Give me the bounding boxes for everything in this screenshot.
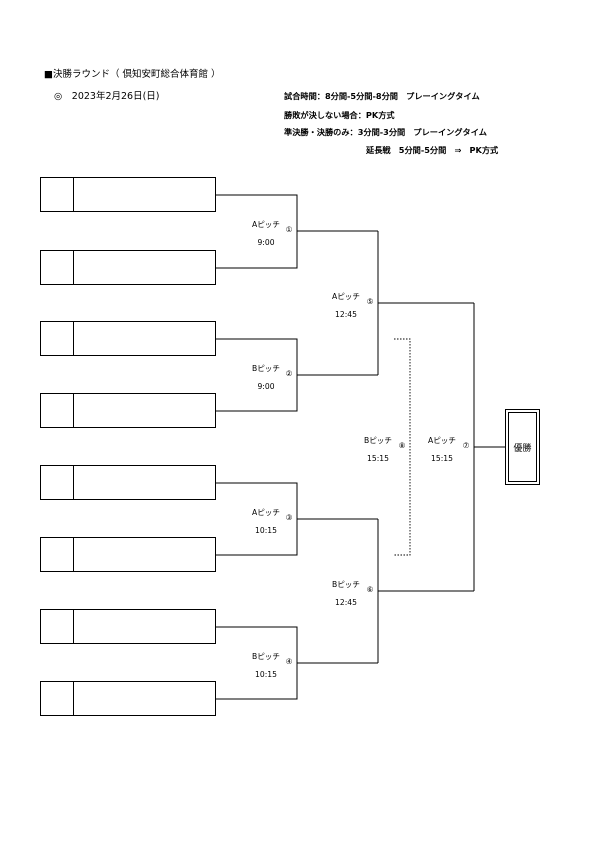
match-2-number: ②	[285, 369, 293, 378]
team-slot-3	[40, 321, 216, 356]
rule-semifinal-final: 準決勝・決勝のみ：3分間-3分間 プレーイングタイム	[284, 127, 487, 137]
match-4-pitch: Bピッチ	[252, 652, 280, 661]
match-6-number: ⑥	[366, 585, 374, 594]
team-seed	[41, 178, 74, 211]
team-seed	[41, 610, 74, 643]
team-name	[74, 251, 215, 284]
team-name	[74, 610, 215, 643]
match-4-number: ④	[285, 657, 293, 666]
champion-label: 優勝	[508, 412, 537, 482]
team-seed	[41, 682, 74, 715]
team-name	[74, 322, 215, 355]
match-5-time: 12:45	[335, 310, 357, 319]
match-2-time: 9:00	[257, 382, 275, 391]
match-7-pitch: Aピッチ	[428, 436, 456, 445]
match-6-time: 12:45	[335, 598, 357, 607]
team-name	[74, 466, 215, 499]
match-5-number: ⑤	[366, 297, 374, 306]
match-2-pitch: Bピッチ	[252, 364, 280, 373]
team-name	[74, 682, 215, 715]
team-seed	[41, 466, 74, 499]
match-3-pitch: Aピッチ	[252, 508, 280, 517]
team-slot-6	[40, 537, 216, 572]
match-7-number: ⑦	[462, 441, 470, 450]
team-seed	[41, 394, 74, 427]
team-slot-4	[40, 393, 216, 428]
match-1-time: 9:00	[257, 238, 275, 247]
team-seed	[41, 538, 74, 571]
match-8-pitch: Bピッチ	[364, 436, 392, 445]
rule-extra-time: 延長戦 5分間-5分間 ⇒ PK方式	[366, 145, 499, 155]
match-8-number: ⑧	[398, 441, 406, 450]
match-7-time: 15:15	[431, 454, 453, 463]
page-title: ■決勝ラウンド（ 倶知安町総合体育館 ）	[44, 69, 221, 80]
team-name	[74, 394, 215, 427]
team-seed	[41, 322, 74, 355]
match-3-time: 10:15	[255, 526, 277, 535]
team-name	[74, 538, 215, 571]
team-slot-5	[40, 465, 216, 500]
match-4-time: 10:15	[255, 670, 277, 679]
champion-box: 優勝	[505, 409, 540, 485]
team-slot-1	[40, 177, 216, 212]
team-slot-8	[40, 681, 216, 716]
team-slot-2	[40, 250, 216, 285]
team-seed	[41, 251, 74, 284]
team-name	[74, 178, 215, 211]
match-1-number: ①	[285, 225, 293, 234]
event-date: ◎ 2023年2月26日(日)	[54, 91, 160, 102]
match-5-pitch: Aピッチ	[332, 292, 360, 301]
match-3-number: ③	[285, 513, 293, 522]
rule-match-time: 試合時間：8分間-5分間-8分間 プレーイングタイム	[284, 91, 480, 101]
match-8-connector	[394, 338, 411, 556]
team-slot-7	[40, 609, 216, 644]
match-6-pitch: Bピッチ	[332, 580, 360, 589]
match-8-time: 15:15	[367, 454, 389, 463]
rule-tiebreak: 勝敗が決しない場合：PK方式	[284, 110, 395, 120]
match-1-pitch: Aピッチ	[252, 220, 280, 229]
